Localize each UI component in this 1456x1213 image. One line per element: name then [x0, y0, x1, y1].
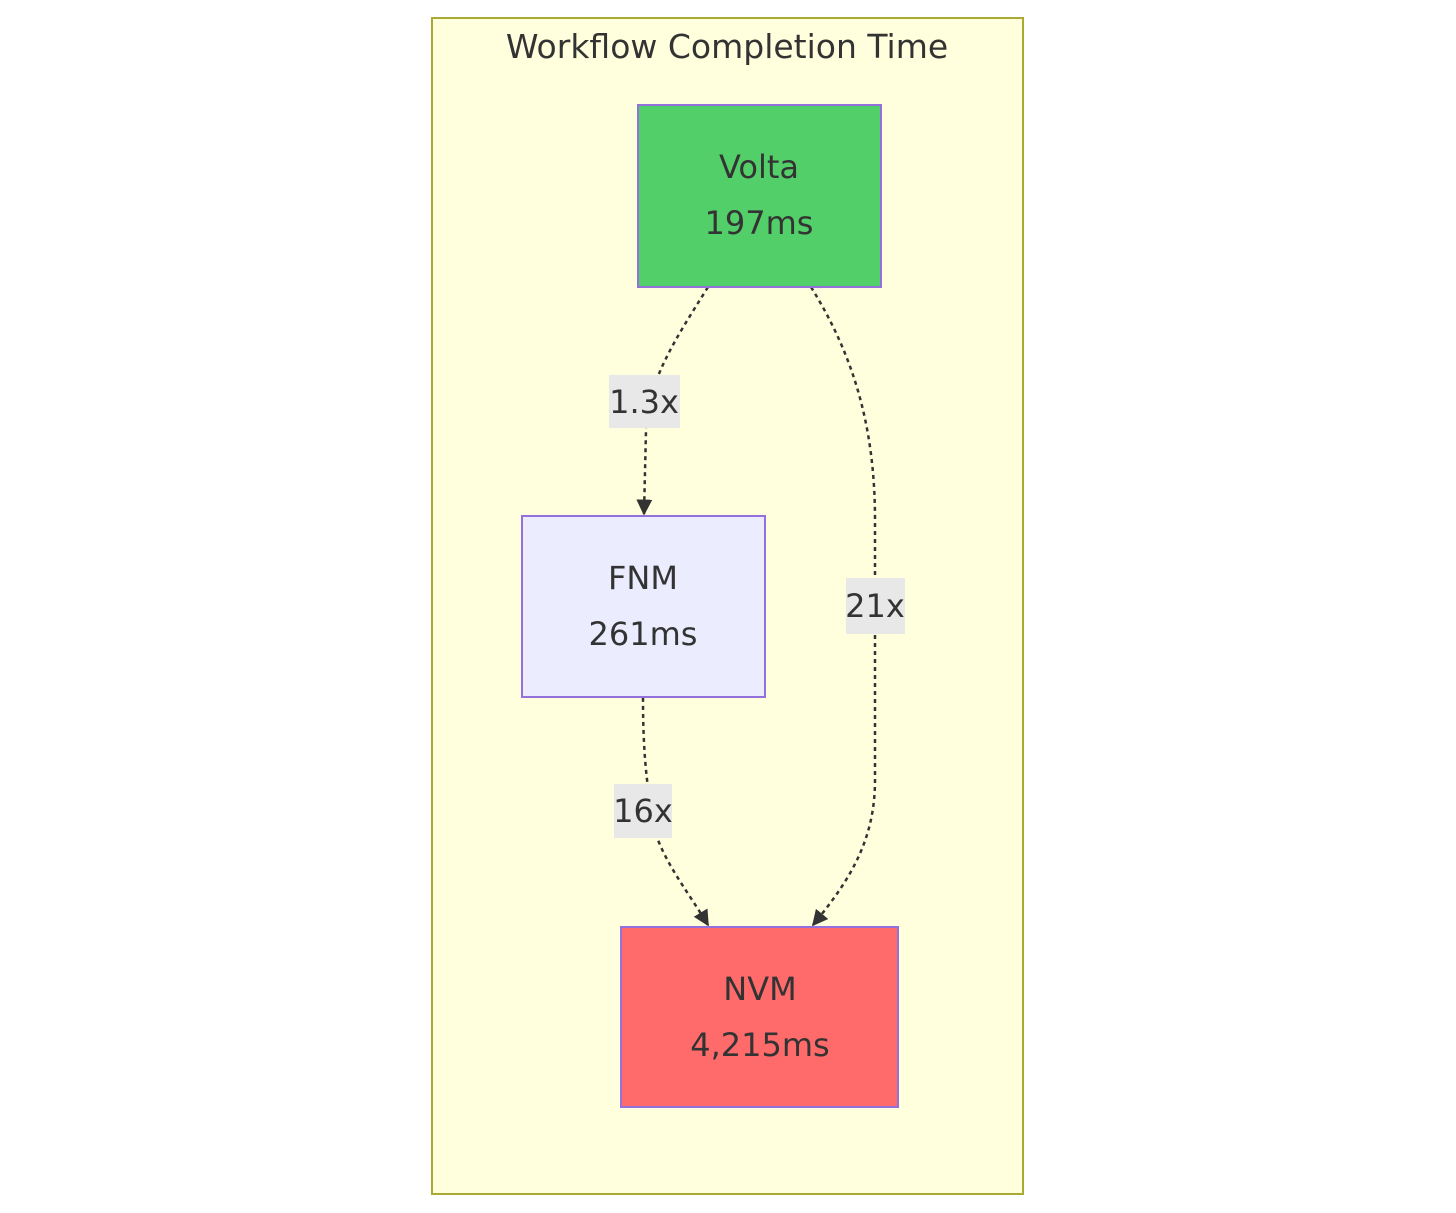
- node-time: 197ms: [705, 204, 814, 242]
- node-time: 261ms: [589, 615, 698, 653]
- edges: [636, 286, 877, 927]
- node-fnm[interactable]: FNM 261ms: [521, 515, 766, 698]
- edge-label-text: 21x: [845, 587, 905, 625]
- node-name: NVM: [723, 970, 796, 1008]
- edge-volta-to-fnm: [636, 286, 710, 516]
- edge-label-bg: [609, 375, 680, 428]
- node-nvm[interactable]: NVM 4,215ms: [620, 926, 899, 1108]
- edge-label-volta-fnm: 1.3x: [609, 375, 680, 428]
- node-box: [637, 104, 882, 288]
- edge-label-volta-nvm: 21x: [845, 578, 905, 634]
- cluster-title: Workflow Completion Time: [506, 27, 948, 66]
- node-box: [620, 926, 899, 1108]
- node-box: [521, 515, 766, 698]
- edge-label-bg: [614, 784, 672, 838]
- edge-label-fnm-nvm: 16x: [613, 784, 673, 838]
- edge-label-text: 1.3x: [609, 383, 679, 421]
- node-time: 4,215ms: [690, 1026, 829, 1064]
- edge-label-bg: [846, 578, 905, 634]
- edge-volta-to-nvm: [809, 286, 877, 927]
- node-name: Volta: [719, 148, 799, 186]
- node-volta[interactable]: Volta 197ms: [637, 104, 882, 288]
- edge-label-text: 16x: [613, 792, 673, 830]
- node-name: FNM: [608, 559, 678, 597]
